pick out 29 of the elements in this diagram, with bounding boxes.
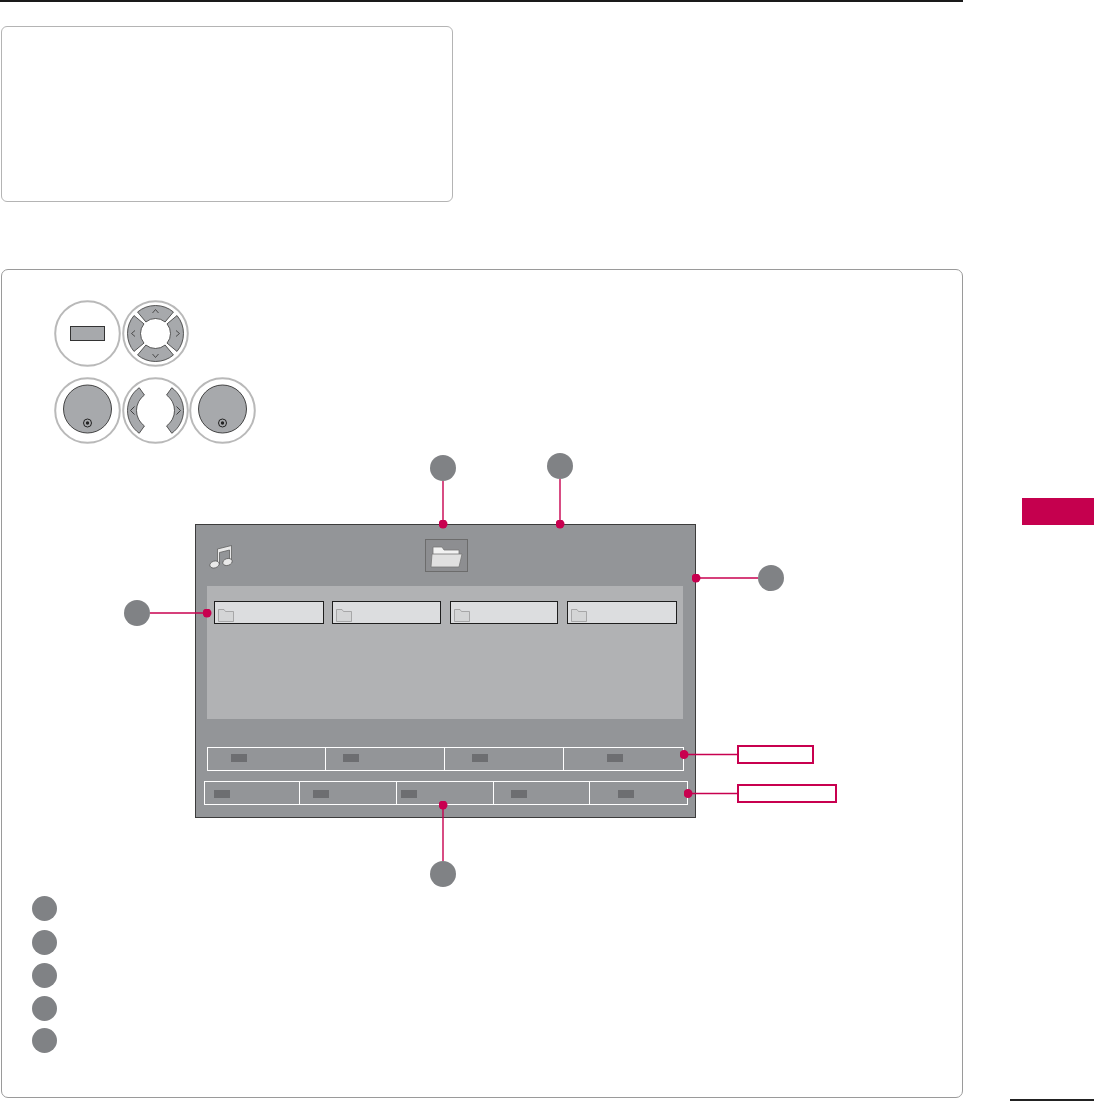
- note-panel: [1, 26, 453, 202]
- button-bar: [204, 781, 688, 805]
- folder-entry: [450, 601, 558, 624]
- callout-circle: [31, 962, 57, 988]
- callout-circle: [31, 1027, 57, 1053]
- leader-line: [691, 573, 759, 583]
- callout-box: [737, 745, 814, 764]
- callout-circle: [547, 453, 573, 479]
- leader-line: [555, 478, 565, 529]
- folder-entry: [567, 601, 677, 624]
- leader-line: [438, 800, 448, 862]
- button-bar: [207, 747, 684, 771]
- callout-circle: [430, 455, 456, 481]
- leader-line: [438, 480, 448, 529]
- callout-circle: [31, 929, 57, 955]
- callout-box: [737, 784, 837, 803]
- menu-screen: [195, 524, 696, 818]
- file-list-area: [207, 586, 683, 719]
- folder-entry: [214, 601, 324, 624]
- callout-circle: [124, 600, 150, 626]
- instruction-panel: [1, 269, 963, 1098]
- folder-entry: [332, 601, 441, 624]
- leader-line: [679, 750, 738, 759]
- callout-circle: [31, 895, 57, 921]
- leader-line: [149, 608, 212, 618]
- callout-circle: [430, 861, 456, 887]
- leader-line: [683, 789, 738, 798]
- callout-circle: [31, 995, 57, 1021]
- callout-circle: [758, 565, 784, 591]
